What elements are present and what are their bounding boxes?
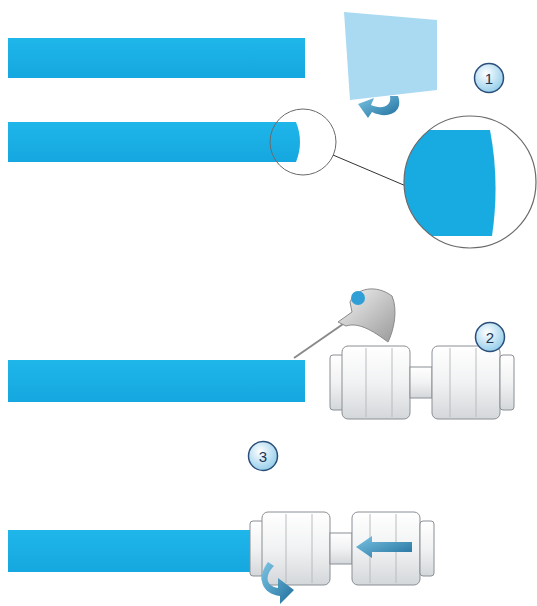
callout-circle: 1 bbox=[473, 62, 505, 94]
callout-number: 3 bbox=[247, 440, 279, 472]
callout-number: 1 bbox=[473, 62, 505, 94]
callout-number: 2 bbox=[474, 321, 506, 353]
callout-circle: 3 bbox=[247, 440, 279, 472]
callout-circle: 2 bbox=[474, 321, 506, 353]
